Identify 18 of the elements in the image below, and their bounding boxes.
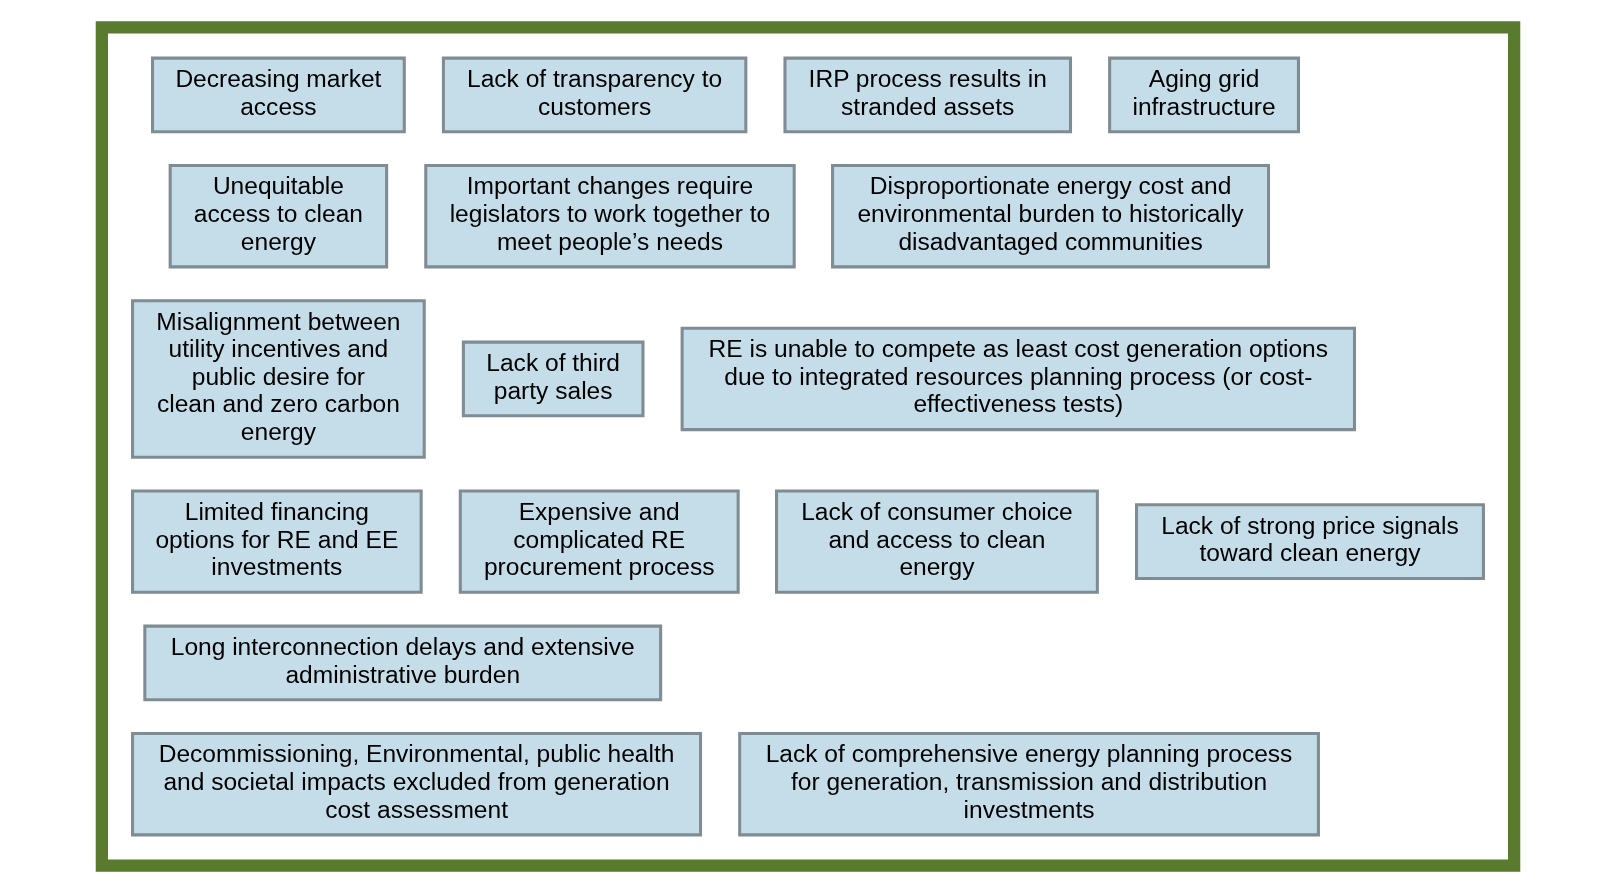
node-box: Unequitable access to clean energy xyxy=(168,163,389,268)
node-box: Lack of consumer choice and access to clean energy xyxy=(775,489,1099,594)
node-box: Lack of comprehensive energy planning process for generation, transmission and distribution investments xyxy=(738,731,1320,836)
node-box: Decreasing market access xyxy=(151,56,406,133)
node-box: IRP process results in stranded assets xyxy=(783,56,1073,133)
node-box: Important changes require legislators to work together to meet people’s needs xyxy=(424,163,796,268)
node-box: Misalignment between utility incentives and public desire for clean and zero carbon energy xyxy=(131,298,426,459)
node-box: RE is unable to compete as least cost generation options due to integrated resources planning process (or cost-effectiveness tests) xyxy=(680,326,1357,431)
node-box: Aging grid infrastructure xyxy=(1108,56,1300,133)
node-box: Disproportionate energy cost and environmental burden to historically disadvantaged communities xyxy=(831,163,1271,268)
node-box: Lack of strong price signals toward clean energy xyxy=(1134,502,1485,580)
node-box: Lack of transparency to customers xyxy=(441,56,748,133)
node-box: Decommissioning, Environmental, public health and societal impacts excluded from generation cost assessment xyxy=(131,731,703,836)
node-box: Lack of third party sales xyxy=(461,340,645,417)
node-box: Expensive and complicated RE procurement process xyxy=(458,489,740,594)
node-box: Long interconnection delays and extensive administrative burden xyxy=(143,624,663,701)
node-box: Limited financing options for RE and EE investments xyxy=(131,489,423,594)
cluster xyxy=(95,20,1521,872)
